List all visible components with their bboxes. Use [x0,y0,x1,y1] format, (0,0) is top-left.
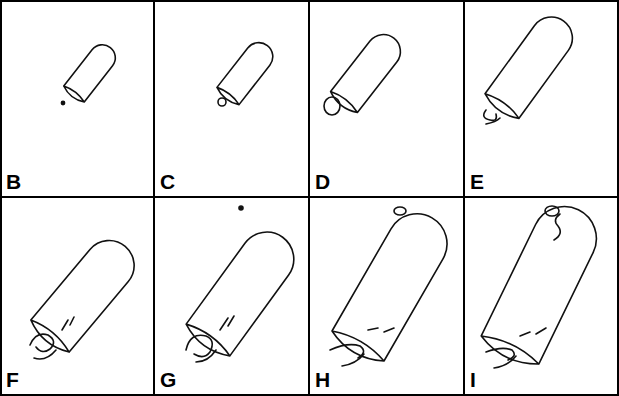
tube-outline [62,40,121,105]
panel-letter: G [160,369,176,390]
panel-letter: B [6,171,21,192]
tube-outlines [27,9,607,372]
panel-letter: H [315,369,330,390]
tube-outline [478,196,607,371]
panel-letter: C [160,171,175,192]
tube-outline [215,37,279,107]
panel-letter: D [315,171,330,192]
panel-letter: F [6,369,19,390]
tube-outline [328,203,458,368]
panel-letter: I [470,369,476,390]
tube-outline [482,9,581,123]
tube-outline [182,221,304,361]
tube-outline [27,230,145,357]
tube-details [30,97,560,368]
panel-letter: E [470,171,484,192]
